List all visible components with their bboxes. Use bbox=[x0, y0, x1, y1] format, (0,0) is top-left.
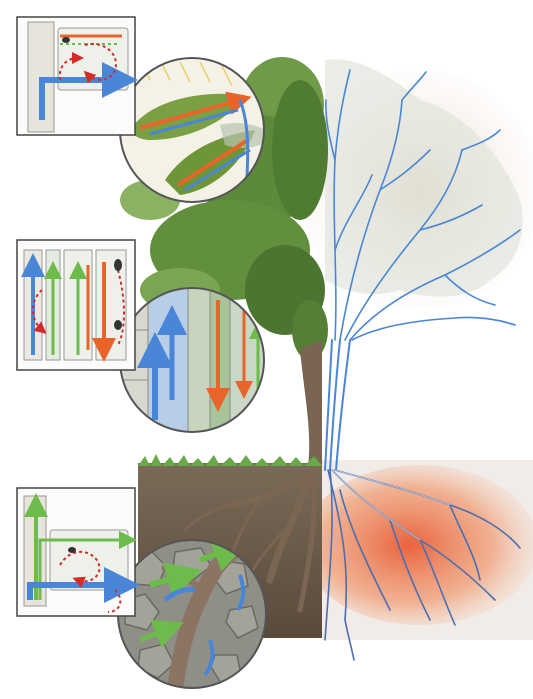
stem-cell-panel bbox=[17, 240, 135, 370]
root-glow bbox=[302, 465, 533, 625]
leaf-cell-panel bbox=[17, 17, 135, 135]
root-magnifier bbox=[118, 540, 266, 690]
trunk bbox=[300, 340, 322, 468]
root-cell-panel bbox=[17, 488, 135, 616]
stem-magnifier bbox=[118, 285, 270, 435]
vascular-overlay-half bbox=[300, 59, 533, 640]
grass bbox=[138, 454, 322, 466]
